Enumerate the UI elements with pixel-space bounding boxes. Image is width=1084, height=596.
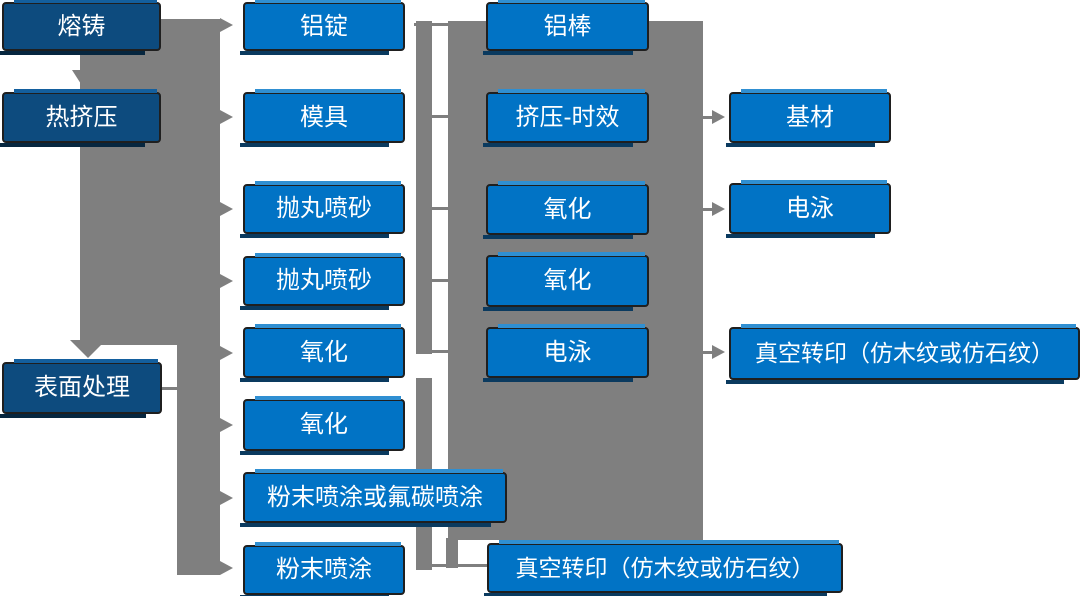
aluminum-ingot-box: 铝锭	[240, 0, 405, 55]
arrow-to-mold-icon	[220, 110, 233, 124]
stub-extrusion-aging	[424, 115, 448, 118]
base-material-box: 基材	[726, 89, 891, 147]
oxidation-box-a: 氧化	[240, 324, 405, 382]
shot-blasting-box-2: 抛丸喷砂	[240, 253, 405, 310]
arrow-to-shot-blasting-2-icon	[220, 274, 233, 288]
melting-casting-box: 熔铸	[0, 0, 161, 55]
arrow-to-oxidation-b-icon	[220, 418, 233, 432]
connector-bar-middle-top	[416, 21, 432, 354]
arrow-to-vacuum-transfer-b-icon	[712, 345, 725, 359]
stub-surface-treatment	[155, 387, 178, 390]
electrophoresis-box-a: 电泳	[483, 324, 649, 382]
connector-band-left-wide	[80, 19, 220, 345]
arrow-to-base-material-icon	[712, 110, 725, 124]
oxidation-box-b: 氧化	[240, 396, 405, 455]
arrow-to-powder-or-fluorocarbon-icon	[220, 491, 233, 505]
arrow-to-electrophoresis-b-icon	[712, 202, 725, 216]
arrow-to-aluminum-ingot-icon	[220, 18, 233, 32]
stub-oxidation-d	[424, 279, 448, 282]
down-arrow-to-hot-extrusion-icon	[72, 70, 90, 84]
powder-coating-box: 粉末喷涂	[240, 542, 405, 596]
extrusion-aging-box: 挤压-时效	[483, 89, 649, 147]
vacuum-transfer-box-a: 真空转印（仿木纹或仿石纹）	[484, 540, 843, 596]
oxidation-box-c: 氧化	[483, 181, 649, 239]
stub-oxidation-c	[424, 207, 448, 210]
connector-block-tab	[446, 538, 458, 568]
down-arrow-to-surface-treatment-icon	[70, 340, 106, 358]
aluminum-rod-box: 铝棒	[483, 0, 649, 55]
stub-electrophoresis-a	[424, 350, 448, 353]
arrow-to-shot-blasting-1-icon	[220, 202, 233, 216]
hot-extrusion-box: 热挤压	[0, 89, 161, 147]
connector-band-left-narrow	[177, 340, 220, 575]
powder-or-fluorocarbon-coating-box: 粉末喷涂或氟碳喷涂	[240, 469, 507, 527]
stub-aluminum-rod	[414, 23, 448, 26]
oxidation-box-d: 氧化	[483, 252, 649, 311]
surface-treatment-box: 表面处理	[0, 359, 162, 418]
electrophoresis-box-b: 电泳	[726, 180, 891, 238]
arrow-to-oxidation-a-icon	[220, 346, 233, 360]
mold-box: 模具	[240, 89, 405, 147]
stem-to-vacuum-transfer-b	[703, 351, 715, 354]
shot-blasting-box-1: 抛丸喷砂	[240, 181, 405, 238]
stem-to-electrophoresis-b	[703, 208, 715, 211]
vacuum-transfer-box-b: 真空转印（仿木纹或仿石纹）	[726, 324, 1080, 384]
stub-vacuum-transfer-bottom	[424, 564, 487, 567]
arrow-to-powder-coating-icon	[220, 561, 233, 575]
stem-to-base-material	[703, 116, 715, 119]
